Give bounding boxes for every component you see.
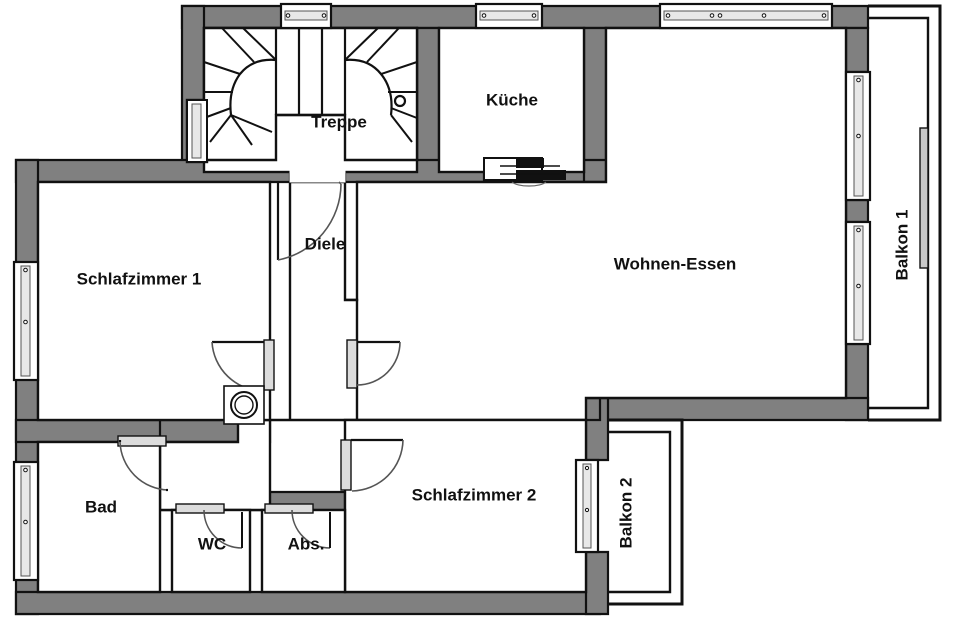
door-abstellraum xyxy=(264,503,331,549)
wall-balkon2-left-lower xyxy=(584,550,610,616)
window-kueche-top xyxy=(474,2,544,30)
balkon-1-rail-glass xyxy=(919,127,929,269)
door-diele-right xyxy=(346,339,401,389)
label-balkon-2: Balkon 2 xyxy=(616,478,635,549)
window-wohnen-top xyxy=(658,2,834,30)
room-labels: Treppe Küche Wohnen-Essen Diele Schlafzi… xyxy=(77,90,912,553)
wall-bottom-outer xyxy=(14,590,602,616)
door-diele-treppe xyxy=(276,161,346,261)
door-schlafzimmer2 xyxy=(340,438,404,492)
kitchen-counter-dark-1 xyxy=(516,158,544,168)
wall-right-mid-pier xyxy=(844,198,870,224)
stair-newel-post xyxy=(393,94,407,108)
label-abstellraum: Abs. xyxy=(288,534,325,553)
window-treppe-top xyxy=(279,2,333,30)
label-bad: Bad xyxy=(85,497,117,516)
room-bad xyxy=(36,440,162,594)
window-schlafzimmer2-balcony-door xyxy=(574,458,600,554)
room-schlafzimmer-2 xyxy=(343,418,588,594)
label-schlafzimmer-2: Schlafzimmer 2 xyxy=(412,485,537,504)
window-treppe-vestibule xyxy=(186,99,208,163)
stair-winder-treads-right xyxy=(344,27,418,143)
window-wohnen-right-lower xyxy=(844,220,872,346)
label-schlafzimmer-1: Schlafzimmer 1 xyxy=(77,269,202,288)
staircase-treppe xyxy=(202,26,419,162)
wall-kueche-wohnen xyxy=(582,26,608,174)
label-treppe: Treppe xyxy=(311,112,367,131)
label-wc: WC xyxy=(198,534,226,553)
stair-winder-treads-left xyxy=(203,27,277,146)
kitchen-counter-dark-2 xyxy=(516,170,566,180)
balconies xyxy=(608,4,942,606)
room-abstellraum xyxy=(260,508,347,594)
door-bad xyxy=(117,435,169,492)
wall-right-upper xyxy=(844,26,870,74)
kitchen-block xyxy=(483,157,566,187)
balkon-2-inner-rail xyxy=(608,430,672,594)
window-schlafzimmer1-left xyxy=(12,260,40,382)
wall-treppe-kueche xyxy=(415,26,441,174)
windows xyxy=(12,2,872,582)
room-schlafzimmer-1 xyxy=(36,180,272,422)
balkon-1-outer-rail xyxy=(868,4,942,422)
round-fixture xyxy=(223,385,265,425)
balkon-2-outer-rail xyxy=(608,418,684,606)
label-balkon-1: Balkon 1 xyxy=(892,210,911,281)
stair-risers-straight xyxy=(274,28,347,117)
wall-wohnen-bottom xyxy=(584,396,870,422)
label-wohnen-essen: Wohnen-Essen xyxy=(614,254,736,273)
window-bad-left xyxy=(12,460,40,582)
doors xyxy=(117,161,404,549)
label-diele: Diele xyxy=(305,234,346,253)
label-kueche: Küche xyxy=(486,90,538,109)
door-wc xyxy=(175,503,243,549)
window-wohnen-right-upper xyxy=(844,70,872,202)
room-wc xyxy=(170,508,252,594)
